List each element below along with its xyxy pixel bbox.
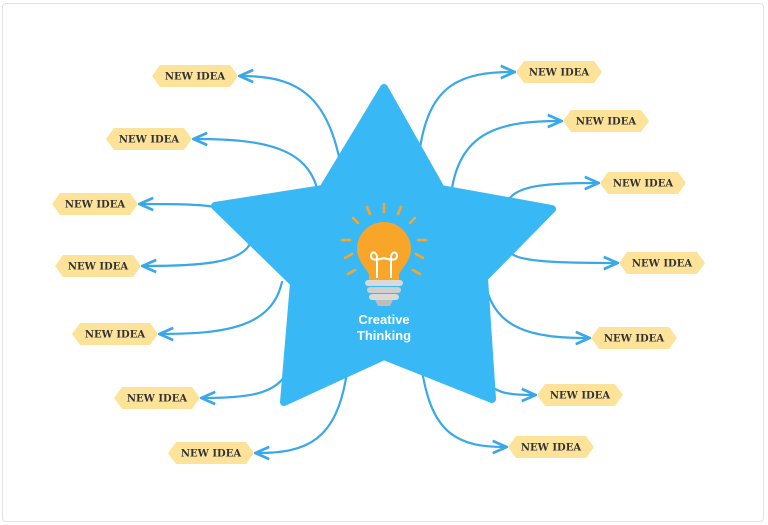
idea-node-right-4[interactable]: NEW IDEA: [619, 252, 705, 274]
center-title-line2: Thinking: [357, 328, 411, 343]
connector-left-2: [195, 139, 320, 194]
connector-right-4: [510, 252, 616, 263]
idea-node-right-1[interactable]: NEW IDEA: [516, 61, 602, 83]
connector-left-7: [257, 370, 349, 453]
idea-node-left-3[interactable]: NEW IDEA: [52, 193, 138, 215]
lightbulb-icon: [340, 202, 428, 306]
idea-node-shape: [72, 323, 158, 345]
idea-node-label: NEW IDEA: [632, 259, 692, 270]
idea-node-label: NEW IDEA: [604, 334, 664, 345]
idea-node-shape: [52, 193, 138, 215]
idea-node-shape: [516, 61, 602, 83]
connector-right-7: [420, 368, 505, 447]
idea-node-left-1[interactable]: NEW IDEA: [152, 65, 238, 87]
connector-right-5: [483, 281, 588, 338]
idea-node-right-3[interactable]: NEW IDEA: [600, 172, 686, 194]
idea-node-shape: [55, 255, 141, 277]
light-rays-icon: [340, 202, 428, 276]
idea-node-label: NEW IDEA: [550, 391, 610, 402]
idea-node-label: NEW IDEA: [65, 200, 125, 211]
idea-node-shape: [563, 110, 649, 132]
idea-nodes: NEW IDEA NEW IDEA NEW IDEA NEW IDEA NEW IDEA…: [52, 61, 705, 464]
connector-right-2: [450, 121, 560, 190]
idea-node-label: NEW IDEA: [127, 394, 187, 405]
idea-node-label: NEW IDEA: [613, 179, 673, 190]
center-title-line1: Creative: [358, 312, 409, 327]
idea-node-shape: [152, 65, 238, 87]
idea-node-label: NEW IDEA: [85, 330, 145, 341]
idea-node-right-7[interactable]: NEW IDEA: [508, 436, 594, 458]
idea-node-label: NEW IDEA: [529, 68, 589, 79]
idea-node-left-2[interactable]: NEW IDEA: [106, 128, 192, 150]
idea-node-shape: [619, 252, 705, 274]
connector-left-4: [144, 242, 252, 266]
connector-left-3: [141, 204, 220, 208]
idea-node-label: NEW IDEA: [576, 117, 636, 128]
connector-left-6: [203, 368, 290, 398]
idea-node-shape: [114, 387, 200, 409]
idea-node-left-7[interactable]: NEW IDEA: [168, 442, 254, 464]
idea-node-shape: [168, 442, 254, 464]
idea-node-left-5[interactable]: NEW IDEA: [72, 323, 158, 345]
idea-node-left-4[interactable]: NEW IDEA: [55, 255, 141, 277]
idea-node-right-6[interactable]: NEW IDEA: [537, 384, 623, 406]
connector-right-3: [508, 183, 597, 200]
idea-node-label: NEW IDEA: [119, 135, 179, 146]
idea-node-label: NEW IDEA: [181, 449, 241, 460]
idea-node-right-2[interactable]: NEW IDEA: [563, 110, 649, 132]
idea-node-left-6[interactable]: NEW IDEA: [114, 387, 200, 409]
idea-node-shape: [591, 327, 677, 349]
idea-node-label: NEW IDEA: [68, 262, 128, 273]
idea-node-shape: [508, 436, 594, 458]
idea-node-shape: [106, 128, 192, 150]
idea-node-shape: [600, 172, 686, 194]
idea-node-label: NEW IDEA: [521, 443, 581, 454]
idea-node-right-5[interactable]: NEW IDEA: [591, 327, 677, 349]
idea-node-label: NEW IDEA: [165, 72, 225, 83]
connector-left-5: [161, 280, 284, 334]
connector-right-1: [418, 72, 513, 150]
idea-node-shape: [537, 384, 623, 406]
